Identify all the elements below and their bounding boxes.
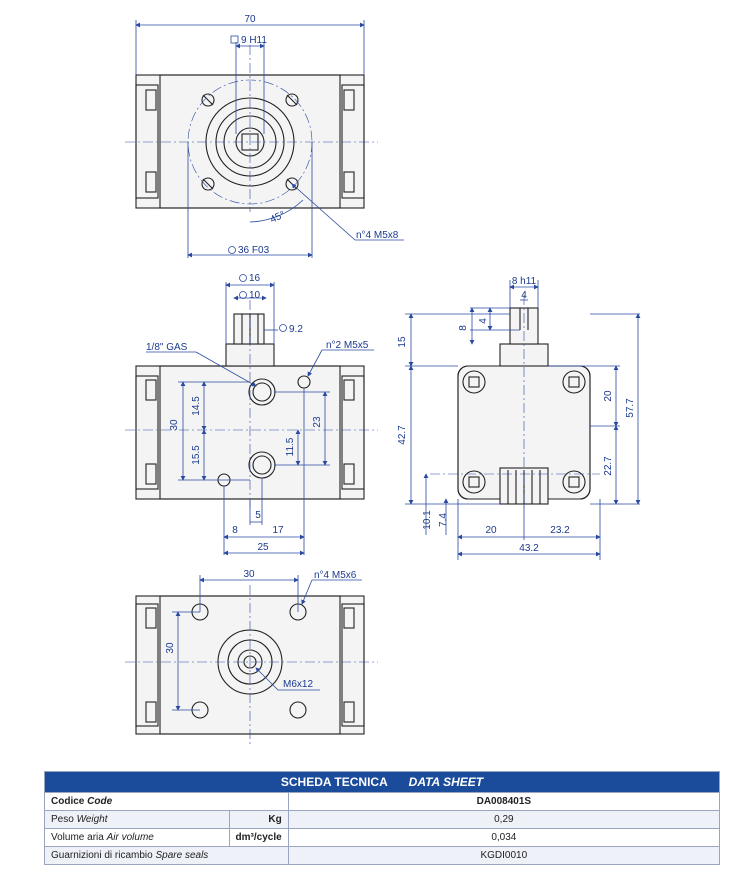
table-row: Volume aria Air volume dm³/cycle 0,034 bbox=[44, 828, 721, 847]
dim-front-145: 14.5 bbox=[191, 396, 202, 416]
top-view: 70 9 H11 36 F03 45° n°4 M5x8 bbox=[125, 14, 404, 258]
dim-top-width: 70 bbox=[244, 14, 256, 25]
dim-side-4a: 4 bbox=[521, 290, 527, 301]
dim-front-d10: 10 bbox=[249, 290, 261, 301]
dim-front-5: 5 bbox=[255, 510, 261, 521]
dim-bot-m6: M6x12 bbox=[283, 679, 313, 690]
dim-front-gas: 1/8" GAS bbox=[146, 342, 188, 353]
dim-side-8: 8 bbox=[458, 325, 469, 331]
dim-side-4b: 4 bbox=[478, 318, 489, 324]
air-volume-value: 0,034 bbox=[287, 828, 721, 847]
front-view: 16 10 9.2 1/8" GAS n°2 M5x5 30 14.5 15.5… bbox=[125, 273, 378, 556]
sheet-title-en: DATA SHEET bbox=[408, 775, 484, 789]
spare-seals-value: KGDI0010 bbox=[287, 846, 721, 865]
technical-drawing: 70 9 H11 36 F03 45° n°4 M5x8 bbox=[125, 14, 641, 745]
dim-front-m5: n°2 M5x5 bbox=[326, 340, 369, 351]
dim-front-d92: 9.2 bbox=[289, 324, 303, 335]
dim-bot-30h: 30 bbox=[165, 642, 176, 654]
dim-side-74: 7.4 bbox=[438, 513, 449, 527]
row-label-it: Guarnizioni di ricambio bbox=[51, 850, 153, 861]
bottom-view: 30 30 n°4 M5x6 M6x12 bbox=[125, 569, 378, 745]
code-value: DA008401S bbox=[476, 796, 532, 807]
dim-side-15: 15 bbox=[397, 336, 408, 348]
row-label-en: Spare seals bbox=[155, 850, 209, 861]
dim-side-227: 22.7 bbox=[603, 456, 614, 476]
dim-side-20h: 20 bbox=[485, 525, 497, 536]
table-row: Guarnizioni di ricambio Spare seals KGDI… bbox=[44, 846, 721, 865]
row-label-en: Code bbox=[87, 796, 113, 807]
dim-side-427: 42.7 bbox=[397, 425, 408, 445]
dim-top-angle: 45° bbox=[269, 209, 287, 225]
table-row: Peso Weight Kg 0,29 bbox=[44, 810, 721, 829]
table-row: Codice Code DA008401S bbox=[44, 792, 721, 811]
row-label-en: Weight bbox=[76, 814, 108, 825]
dim-side-577: 57.7 bbox=[625, 398, 636, 418]
data-sheet-header: SCHEDA TECNICA DATA SHEET bbox=[44, 771, 720, 793]
side-view: 8 h11 4 8 4 15 42.7 10.1 7.4 20 22.7 bbox=[397, 276, 641, 560]
dim-top-square: 9 H11 bbox=[241, 35, 267, 46]
row-label-it: Peso bbox=[51, 814, 74, 825]
dim-front-25: 25 bbox=[257, 542, 269, 553]
sheet-title-it: SCHEDA TECNICA bbox=[280, 775, 388, 789]
row-label-en: Air volume bbox=[106, 832, 154, 843]
dim-side-20v: 20 bbox=[603, 390, 614, 402]
row-label-it: Volume aria bbox=[51, 832, 104, 843]
dim-front-d16: 16 bbox=[249, 273, 261, 284]
dim-top-flange: 36 F03 bbox=[238, 245, 270, 256]
dim-top-holes: n°4 M5x8 bbox=[356, 230, 399, 241]
dim-side-432: 43.2 bbox=[519, 543, 539, 554]
dim-front-8: 8 bbox=[232, 525, 238, 536]
dim-bot-holes: n°4 M5x6 bbox=[314, 570, 357, 581]
dim-side-232: 23.2 bbox=[550, 525, 570, 536]
data-sheet-table: SCHEDA TECNICA DATA SHEET Codice Code DA… bbox=[44, 771, 721, 865]
row-label-it: Codice bbox=[51, 796, 85, 807]
row-unit: Kg bbox=[268, 814, 282, 825]
dim-front-30: 30 bbox=[169, 419, 180, 431]
dim-front-17: 17 bbox=[272, 525, 284, 536]
dim-front-115: 11.5 bbox=[285, 437, 296, 456]
dim-side-101: 10.1 bbox=[422, 510, 433, 530]
dim-front-23: 23 bbox=[312, 416, 323, 428]
weight-value: 0,29 bbox=[287, 810, 721, 829]
dim-bot-30w: 30 bbox=[243, 569, 255, 580]
dim-side-8h11: 8 h11 bbox=[512, 276, 537, 287]
dim-front-155: 15.5 bbox=[191, 445, 202, 465]
row-unit: dm³/cycle bbox=[235, 832, 282, 843]
